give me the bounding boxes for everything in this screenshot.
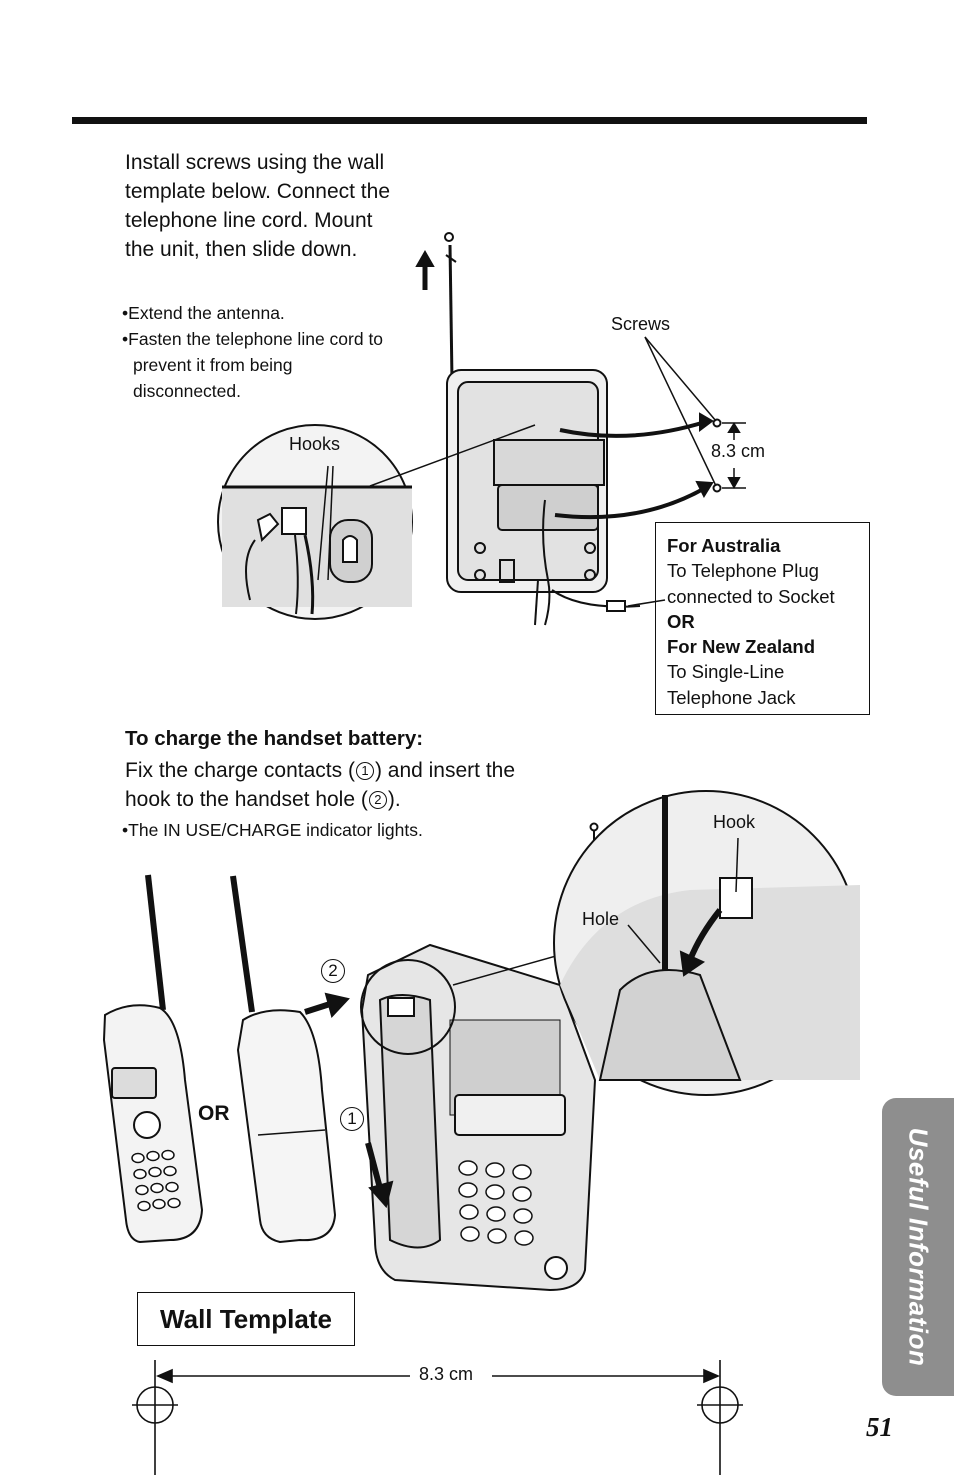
page-number: 51 <box>866 1412 893 1442</box>
charger-base-illustration <box>304 943 597 1292</box>
handset-back-illustration <box>230 875 337 1244</box>
label-hook: Hook <box>713 812 756 832</box>
label-or: OR <box>198 1102 230 1125</box>
charge-text-part-3: ). <box>387 788 401 811</box>
bullet-extend-antenna: Extend the antenna. <box>122 300 392 326</box>
wall-template-markers <box>132 1360 743 1475</box>
or-label: OR <box>667 610 695 632</box>
base-unit-back-illustration <box>415 232 714 626</box>
circled-number-2: 2 <box>368 791 387 809</box>
step-1-marker: 1 <box>340 1107 364 1131</box>
section-side-tab: Useful Information <box>882 1098 954 1396</box>
connection-info-box: For Australia To Telephone Plug connecte… <box>655 522 870 715</box>
australia-line-2: connected to Socket <box>667 585 835 607</box>
handset-front-illustration <box>102 874 204 1244</box>
label-screws: Screws <box>611 314 671 334</box>
step-2-marker: 2 <box>321 959 345 983</box>
nz-line-1: To Single-Line <box>667 661 785 683</box>
label-distance-top: 8.3 cm <box>711 441 766 461</box>
intro-bullets: Extend the antenna. Fasten the telephone… <box>122 300 392 404</box>
hook-hole-zoom-circle <box>452 790 860 1096</box>
charge-instructions: Fix the charge contacts (1) and insert t… <box>125 756 565 814</box>
nz-heading: For New Zealand <box>667 636 816 658</box>
hooks-detail-circle <box>217 424 536 620</box>
charge-bullet: The IN USE/CHARGE indicator lights. <box>122 820 423 841</box>
label-hole: Hole <box>582 909 620 929</box>
charge-text-part-2: ) and insert the hook to the handset hol… <box>125 759 516 811</box>
wall-template-title: Wall Template <box>137 1292 355 1346</box>
circled-number-1: 1 <box>355 762 374 780</box>
australia-line-1: To Telephone Plug <box>667 560 819 582</box>
label-hooks: Hooks <box>289 434 341 454</box>
nz-line-2: Telephone Jack <box>667 686 796 708</box>
wall-template-distance: 8.3 cm <box>419 1364 474 1384</box>
screw-markers <box>644 336 746 493</box>
charge-heading: To charge the handset battery: <box>125 727 424 750</box>
bullet-fasten-cord: Fasten the telephone line cord to preven… <box>122 326 392 404</box>
intro-instructions: Install screws using the wall template b… <box>125 151 391 261</box>
charge-bullet-text: The IN USE/CHARGE indicator lights. <box>128 820 423 840</box>
charge-text-part-1: Fix the charge contacts ( <box>125 759 355 782</box>
australia-heading: For Australia <box>667 535 781 556</box>
top-rule <box>72 117 867 124</box>
side-tab-label: Useful Information <box>903 1127 934 1367</box>
